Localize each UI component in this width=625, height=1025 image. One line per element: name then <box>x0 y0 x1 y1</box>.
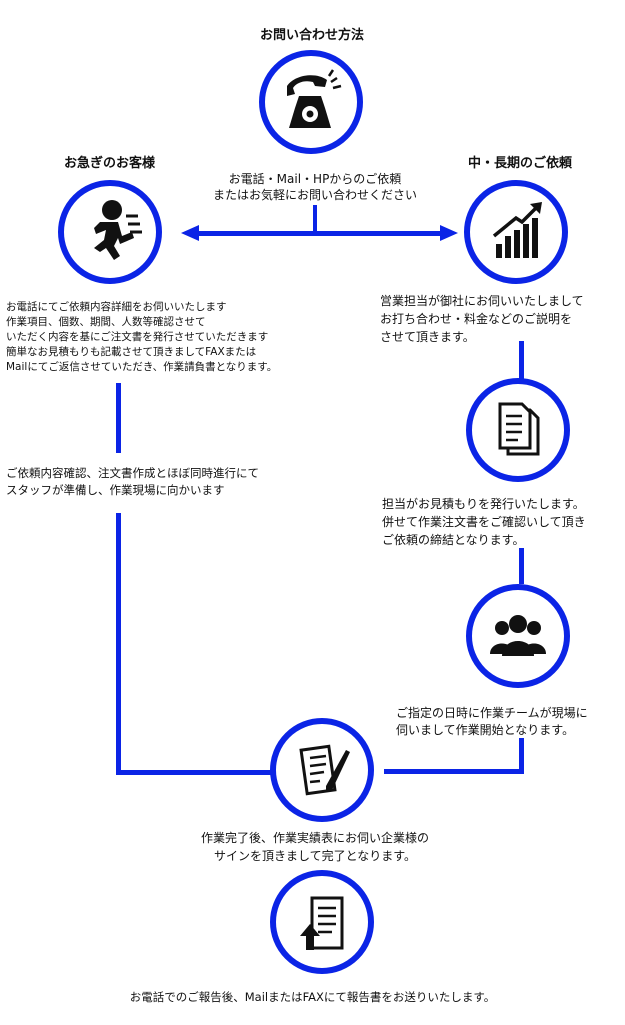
report-caption: お電話でのご報告後、MailまたはFAXにて報告書をお送りいたします。 <box>129 990 496 1004</box>
estimate-step-line2: 併せて作業注文書をご確認いして頂き <box>382 515 586 529</box>
urgent-step1-line5: Mailにてご返信させていただき、作業請負書となります。 <box>6 361 278 373</box>
contact-caption-line2: またはお気軽にお問い合わせください <box>212 188 417 202</box>
arrow-right-head <box>440 225 458 241</box>
team-step-line2: 伺いまして作業開始となります。 <box>396 723 575 737</box>
documents-icon <box>498 402 540 456</box>
page-title: お問い合わせ方法 <box>259 28 364 43</box>
urgent-step1-line3: いただく内容を基にご注文書を発行させていただきます <box>6 331 269 343</box>
contact-caption-line1: お電話・Mail・HPからのご依頼 <box>228 172 402 186</box>
team-step-line1: ご指定の日時に作業チームが現場に <box>396 706 588 720</box>
urgent-step1-line2: 作業項目、個数、期間、人数等確認させて <box>6 316 206 328</box>
report-upload-icon <box>300 896 344 950</box>
connector-top-stem <box>313 205 317 233</box>
urgent-step1-line1: お電話にてご依頼内容詳細をお伺いいたします <box>6 301 227 313</box>
team-circle <box>466 584 570 688</box>
estimate-step-line1: 担当がお見積もりを発行いたします。 <box>382 497 585 511</box>
completion-line2: サインを頂きまして完了となります。 <box>213 849 417 863</box>
arrow-left-head <box>181 225 199 241</box>
running-person-icon <box>94 200 142 260</box>
connector-right-1 <box>519 341 524 379</box>
long-term-title: 中・長期のご依頼 <box>468 156 573 171</box>
contact-circle <box>259 50 363 154</box>
urgent-title: お急ぎのお客様 <box>64 156 156 171</box>
completion-line1: 作業完了後、作業実績表にお伺い企業様の <box>200 831 429 845</box>
urgent-circle <box>58 180 162 284</box>
long-term-step1-line3: させて頂きます。 <box>380 330 475 344</box>
connector-left-bottom-horizontal <box>116 770 276 775</box>
connector-left-lower <box>116 513 121 775</box>
urgent-step2-line1: ご依頼内容確認、注文書作成とほぼ同時進行にて <box>6 466 259 480</box>
connector-horizontal-arrow-line <box>196 231 442 236</box>
connector-left-upper <box>116 383 121 453</box>
telephone-icon <box>287 69 342 128</box>
estimate-circle <box>466 378 570 482</box>
estimate-step-line3: ご依頼の締結となります。 <box>382 533 525 547</box>
urgent-step2-line2: スタッフが準備し、作業現場に向かいます <box>6 483 225 497</box>
long-term-step1-line2: お打ち合わせ・料金などのご説明を <box>380 312 573 326</box>
long-term-circle <box>464 180 568 284</box>
completion-circle <box>270 718 374 822</box>
team-icon <box>490 615 546 656</box>
long-term-step1-line1: 営業担当が御社にお伺いいたしまして <box>380 294 584 308</box>
urgent-step1-line4: 簡単なお見積もりも記載させて頂きましてFAXまたは <box>6 346 257 358</box>
report-circle <box>270 870 374 974</box>
growth-chart-icon <box>492 202 542 258</box>
connector-right-3 <box>519 738 524 774</box>
signing-document-icon <box>299 744 350 796</box>
connector-right-bottom-horizontal <box>384 769 524 774</box>
connector-right-2 <box>519 548 524 584</box>
